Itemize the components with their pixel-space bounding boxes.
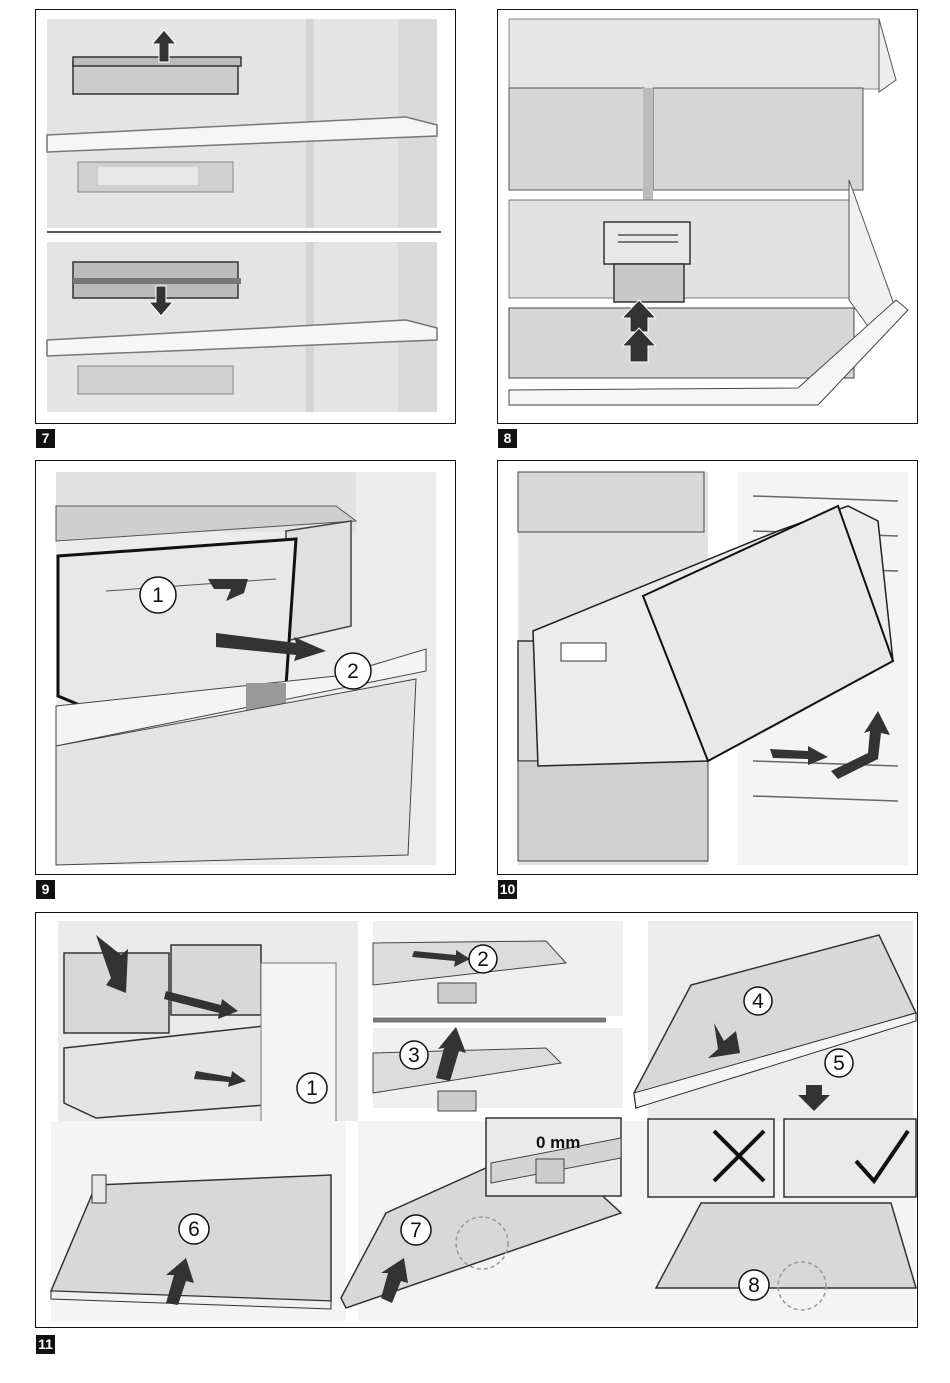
- figure-7-label: 7: [36, 429, 55, 448]
- figure-8-panel: [497, 9, 918, 424]
- figure-9-step-1: 1: [152, 584, 164, 607]
- figure-11-gap-label: 0 mm: [536, 1133, 580, 1152]
- figure-7-panel: [35, 9, 456, 424]
- figure-11-step-1: 1: [306, 1077, 318, 1100]
- figure-11-step-7: 7: [410, 1219, 422, 1242]
- figure-9-panel: 1 2: [35, 460, 456, 875]
- figure-8-illustration: [498, 10, 918, 424]
- figure-9-label: 9: [36, 880, 55, 899]
- figure-11-step-8: 8: [748, 1274, 760, 1297]
- figure-7-illustration: [36, 10, 456, 424]
- figure-11-step-4: 4: [752, 990, 764, 1013]
- figure-11-step-6: 6: [188, 1218, 200, 1241]
- figure-11-illustration: 1 2 3 4 5 6: [36, 913, 918, 1328]
- figure-11-step-3: 3: [408, 1044, 420, 1067]
- figure-10-panel: [497, 460, 918, 875]
- figure-10-label: 10: [498, 880, 517, 899]
- figure-8-label: 8: [498, 429, 517, 448]
- figure-9-illustration: 1 2: [36, 461, 456, 875]
- figure-11-panel: 1 2 3 4 5 6: [35, 912, 918, 1328]
- figure-11-step-2: 2: [477, 948, 489, 971]
- figure-9-step-2: 2: [347, 660, 359, 683]
- figure-11-step-5: 5: [833, 1052, 845, 1075]
- figure-10-illustration: [498, 461, 918, 875]
- figure-11-label: 11: [36, 1335, 55, 1354]
